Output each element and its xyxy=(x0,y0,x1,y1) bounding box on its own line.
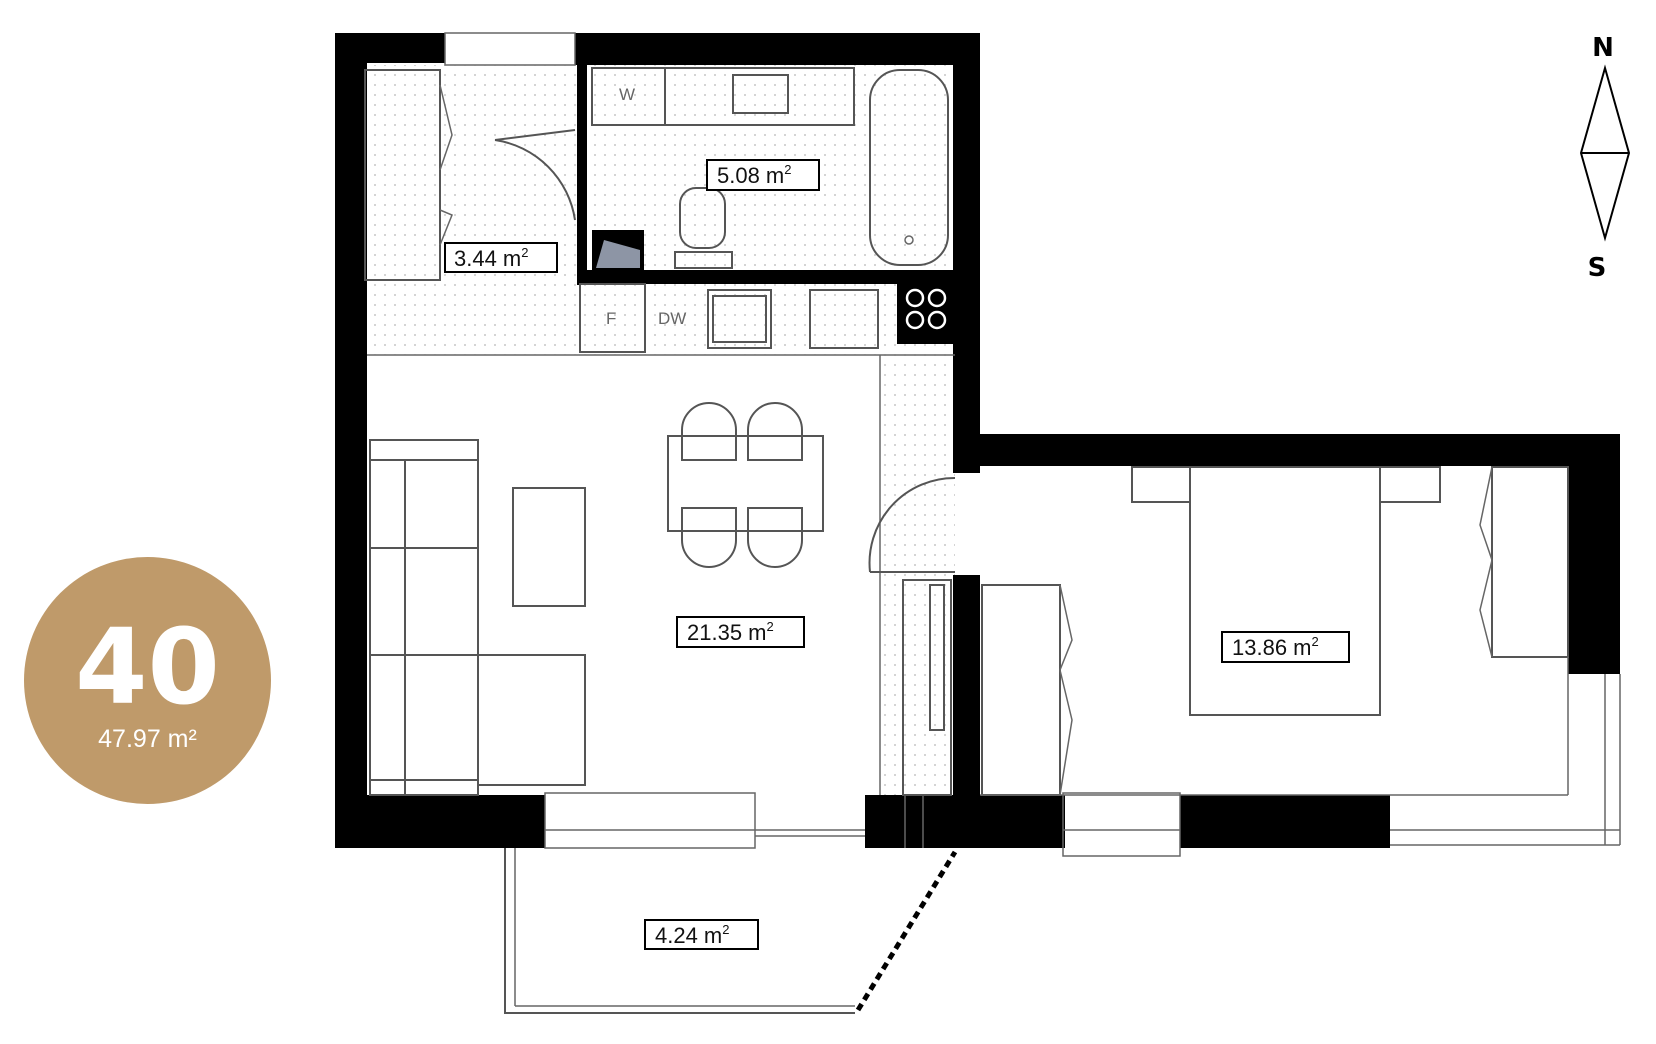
balcony-area-exp: 2 xyxy=(722,922,729,937)
bedroom-area-text: 13.86 m xyxy=(1232,635,1312,660)
unit-number: 40 xyxy=(75,606,220,728)
hall-area-text: 3.44 m xyxy=(454,246,521,271)
living-area-exp: 2 xyxy=(767,619,774,634)
unit-badge: 40 47.97 m² xyxy=(24,557,271,804)
bedroom-door xyxy=(868,476,956,796)
walls xyxy=(335,33,1620,848)
svg-text:3.44 m2: 3.44 m2 xyxy=(454,245,529,271)
unit-total-area: 47.97 m² xyxy=(98,725,197,753)
hall-area-exp: 2 xyxy=(521,245,528,260)
hall-wardrobe xyxy=(364,69,453,281)
windows xyxy=(544,674,1621,857)
compass-north-label: N xyxy=(1592,33,1614,63)
bathroom-fixtures xyxy=(591,67,949,269)
bathroom-area-exp: 2 xyxy=(784,162,791,177)
bathroom-area-text: 5.08 m xyxy=(717,163,784,188)
label-balcony: 4.24 m2 xyxy=(644,919,759,950)
compass-south-label: S xyxy=(1588,253,1607,283)
svg-text:5.08 m2: 5.08 m2 xyxy=(717,162,792,188)
bedroom-area-exp: 2 xyxy=(1312,634,1319,649)
label-hall: 3.44 m2 xyxy=(444,242,558,273)
entrance-door xyxy=(444,32,576,221)
living-furniture xyxy=(367,354,955,796)
fridge-label: F xyxy=(606,309,616,328)
label-bedroom: 13.86 m2 xyxy=(1221,631,1350,663)
svg-text:4.24 m2: 4.24 m2 xyxy=(655,922,730,948)
svg-text:21.35 m2: 21.35 m2 xyxy=(687,619,774,645)
dishwasher-label: DW xyxy=(658,309,686,328)
kitchen xyxy=(579,283,947,353)
compass-icon: N S xyxy=(1579,33,1631,283)
label-bathroom: 5.08 m2 xyxy=(706,159,820,191)
svg-text:13.86 m2: 13.86 m2 xyxy=(1232,634,1319,660)
balcony-area-text: 4.24 m xyxy=(655,923,722,948)
washer-label: W xyxy=(619,85,635,104)
label-living: 21.35 m2 xyxy=(676,616,805,648)
tiled-floors xyxy=(365,65,955,795)
bedroom-furniture xyxy=(980,466,1569,796)
balcony xyxy=(504,848,958,1014)
living-area-text: 21.35 m xyxy=(687,620,767,645)
